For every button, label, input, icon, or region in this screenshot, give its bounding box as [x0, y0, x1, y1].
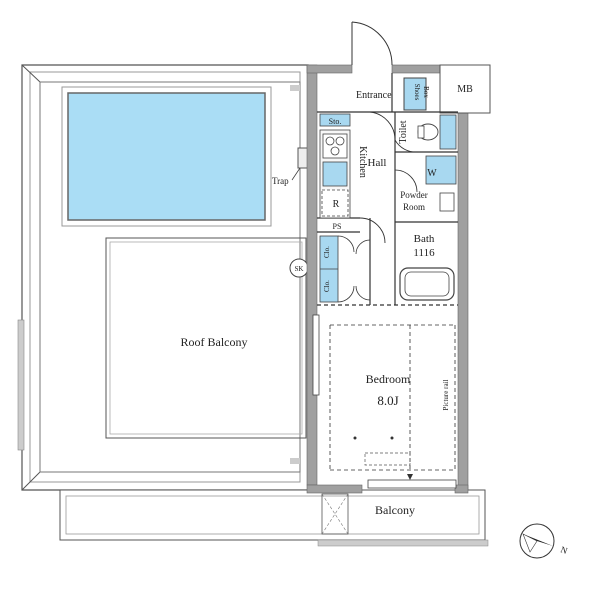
bedroom-details — [312, 314, 457, 489]
roof-deck — [105, 237, 307, 439]
balcony-label: Balcony — [375, 503, 415, 517]
w-label: W — [427, 168, 437, 179]
storage-shelf — [319, 113, 351, 127]
trap-hatch — [297, 147, 309, 169]
bedroom-size-label: 8.0J — [377, 393, 398, 408]
kitchen-fixtures — [319, 129, 351, 219]
bath-size-label: 1116 — [413, 247, 435, 259]
sk-label: SK — [295, 265, 304, 273]
shoes-box — [403, 77, 427, 111]
balcony-area — [59, 489, 489, 547]
kitchen-label: Kitchen — [357, 146, 368, 178]
compass-north-label: N — [559, 544, 569, 556]
hall-door — [369, 111, 396, 141]
powder-room-label-line1: Powder — [400, 190, 428, 200]
ps-label: PS — [333, 222, 342, 231]
entrance-door — [351, 21, 393, 66]
hall-label: Hall — [368, 157, 387, 169]
picture-rail-label: Picture rail — [442, 379, 450, 410]
closet-label-2: Clo. — [323, 280, 331, 292]
mb-label: MB — [457, 84, 473, 95]
trap-label: Trap — [272, 176, 289, 186]
closet-label-1: Clo. — [323, 246, 331, 258]
closets — [319, 235, 371, 303]
ps-door — [359, 217, 386, 244]
toilet-door — [394, 139, 419, 153]
toilet-fixtures — [417, 114, 457, 150]
skylight — [67, 92, 266, 221]
r-label: R — [333, 199, 340, 210]
bath-fixtures — [399, 267, 455, 301]
unit-walls — [306, 64, 491, 494]
entrance-label: Entrance — [356, 90, 392, 101]
toilet-label: Toilet — [398, 120, 409, 143]
shoes-box-label-line2: Box — [422, 86, 430, 98]
bath-label: Bath — [414, 233, 435, 245]
compass-icon: N — [519, 523, 569, 559]
powder-room-label-line2: Room — [403, 202, 425, 212]
powder-room-fixtures — [394, 155, 457, 212]
bedroom-label: Bedroom — [366, 372, 411, 386]
roof-balcony-area — [17, 64, 309, 491]
storage-label: Sto. — [329, 117, 342, 126]
roof-balcony-label: Roof Balcony — [181, 335, 248, 349]
shoes-box-label-line1: Shoes — [413, 84, 421, 101]
